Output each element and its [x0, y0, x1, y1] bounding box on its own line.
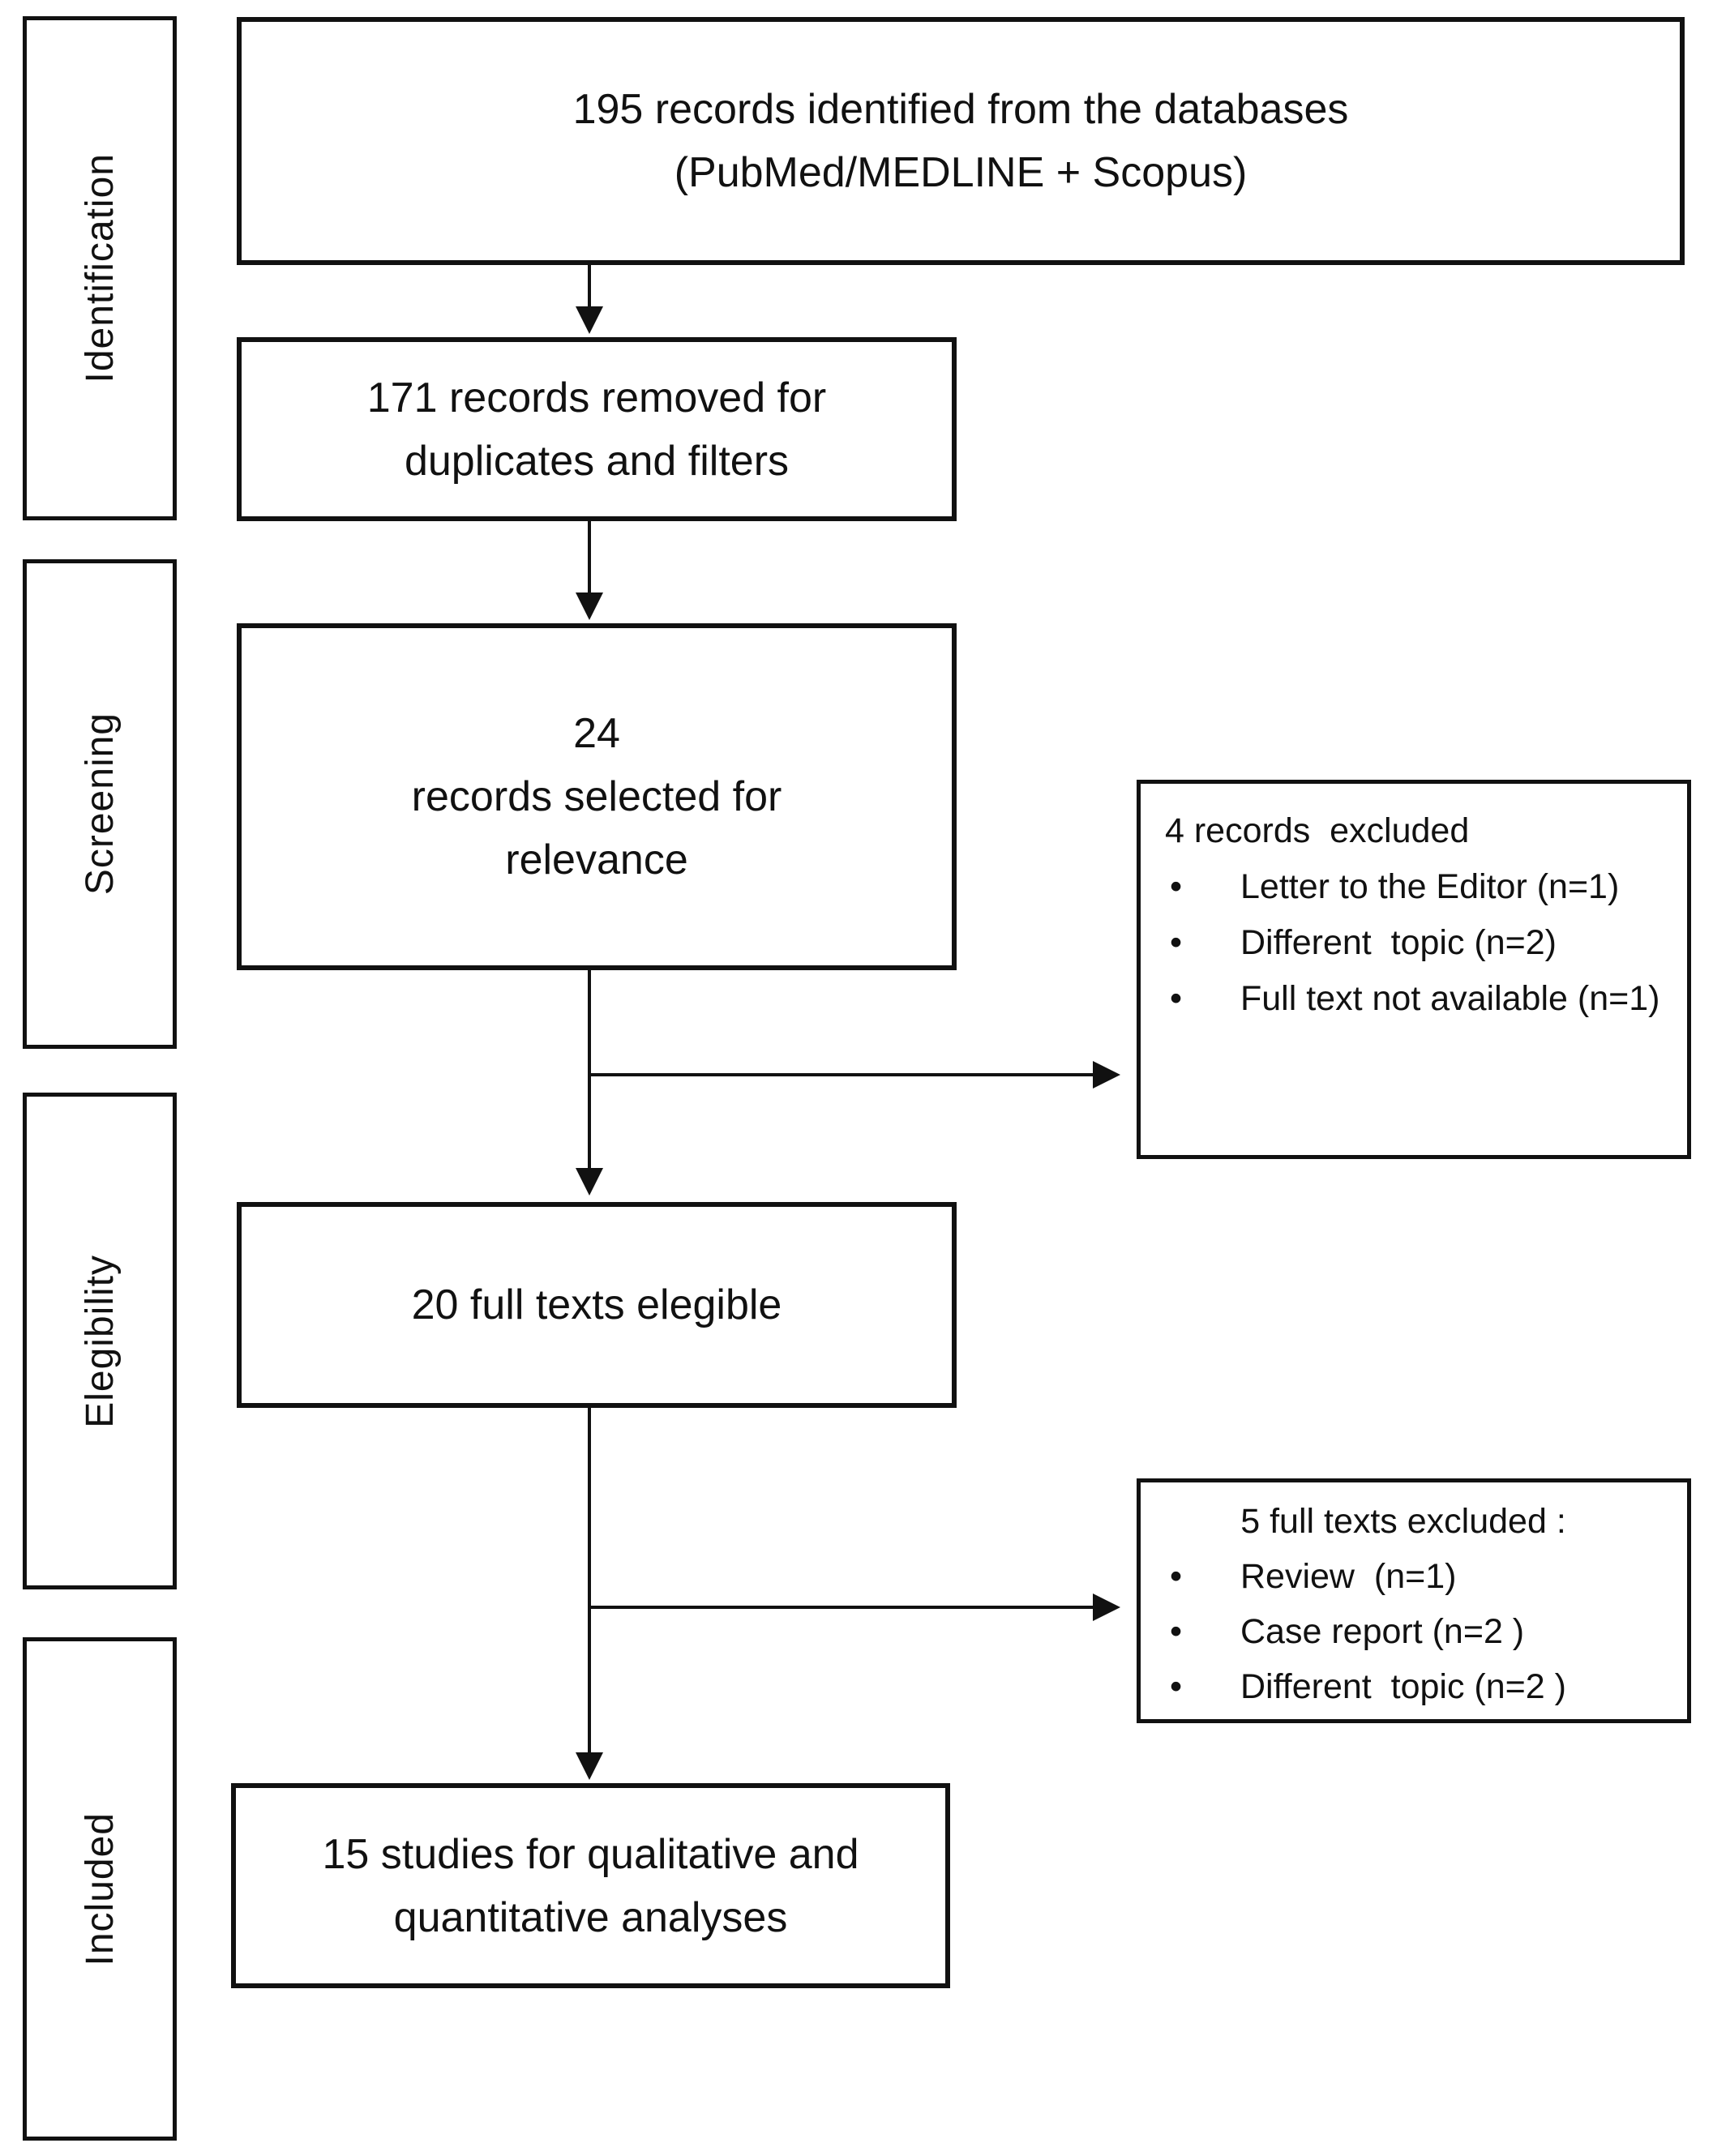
- box-text-line: 171 records removed for: [366, 374, 827, 421]
- exclusion-item: Case report (n=2 ): [1141, 1604, 1666, 1659]
- stage-label-elegibility: Elegibility: [23, 1093, 177, 1589]
- box-text-line: 24: [573, 710, 620, 757]
- arrow-branch-to-records-excluded: [589, 1073, 1093, 1076]
- flow-box-records-removed: 171 records removed for duplicates and f…: [237, 337, 957, 521]
- flow-box-studies-included: 15 studies for qualitative and quantitat…: [231, 1783, 950, 1988]
- arrow-selected-to-eligible: [588, 970, 591, 1168]
- stage-label-text: Elegibility: [78, 1254, 122, 1428]
- box-text-line: quantitative analyses: [393, 1893, 788, 1941]
- exclusion-box-title: 4 records excluded: [1165, 811, 1470, 850]
- exclusion-box-records-excluded: 4 records excluded Letter to the Editor …: [1137, 780, 1691, 1159]
- exclusion-item: Letter to the Editor (n=1): [1141, 859, 1666, 915]
- stage-label-text: Screening: [78, 712, 122, 896]
- arrow-branch-to-full-texts-excluded: [589, 1606, 1093, 1609]
- exclusion-item: Different topic (n=2 ): [1141, 1659, 1666, 1714]
- stage-label-identification: Identification: [23, 16, 177, 520]
- arrow-head-down: [576, 592, 603, 620]
- arrow-head-down: [576, 1752, 603, 1780]
- exclusion-item-list: Letter to the Editor (n=1) Different top…: [1141, 859, 1666, 1027]
- box-text-line: 15 studies for qualitative and: [322, 1830, 859, 1878]
- box-text-line: 195 records identified from the database…: [572, 86, 1349, 133]
- exclusion-item-list: Review (n=1) Case report (n=2 ) Differen…: [1141, 1549, 1666, 1714]
- stage-label-text: Included: [78, 1812, 122, 1966]
- arrow-head-right: [1093, 1593, 1120, 1621]
- box-text-line: duplicates and filters: [404, 437, 790, 485]
- stage-label-included: Included: [23, 1637, 177, 2141]
- exclusion-box-title: 5 full texts excluded :: [1240, 1502, 1566, 1541]
- box-text-line: relevance: [505, 836, 688, 883]
- box-text-line: 20 full texts elegible: [411, 1281, 782, 1328]
- stage-label-text: Identification: [78, 153, 122, 383]
- arrow-removed-to-selected: [588, 521, 591, 592]
- exclusion-item: Different topic (n=2): [1141, 915, 1666, 971]
- arrow-identified-to-removed: [588, 265, 591, 306]
- arrow-head-right: [1093, 1061, 1120, 1089]
- box-text-line: (PubMed/MEDLINE + Scopus): [674, 149, 1248, 196]
- box-text-line: records selected for: [411, 773, 782, 820]
- flow-box-records-selected: 24 records selected for relevance: [237, 623, 957, 970]
- flow-box-full-texts-eligible: 20 full texts elegible: [237, 1202, 957, 1408]
- stage-label-screening: Screening: [23, 559, 177, 1049]
- exclusion-box-full-texts-excluded: 5 full texts excluded : Review (n=1) Cas…: [1137, 1478, 1691, 1723]
- exclusion-item: Full text not available (n=1): [1141, 971, 1666, 1027]
- exclusion-item: Review (n=1): [1141, 1549, 1666, 1604]
- arrow-eligible-to-included: [588, 1408, 591, 1752]
- flow-box-records-identified: 195 records identified from the database…: [237, 17, 1685, 265]
- arrow-head-down: [576, 1168, 603, 1196]
- arrow-head-down: [576, 306, 603, 334]
